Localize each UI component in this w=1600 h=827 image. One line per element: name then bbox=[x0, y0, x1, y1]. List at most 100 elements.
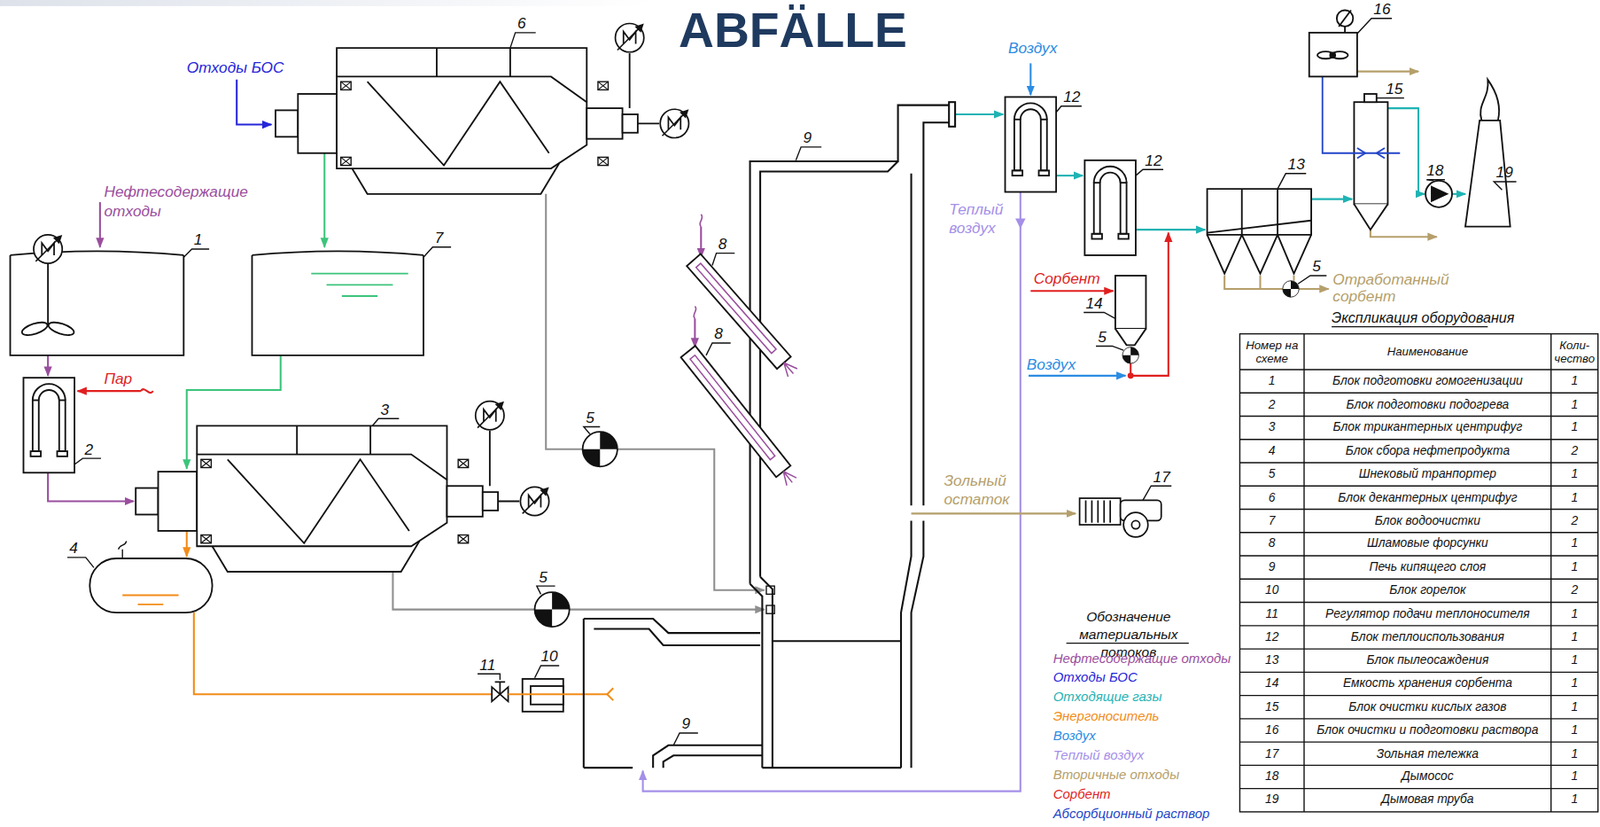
water-tank bbox=[251, 250, 424, 256]
table-cell: 1 bbox=[1551, 485, 1599, 509]
furnace bbox=[593, 629, 761, 645]
callout-number: 6 bbox=[517, 14, 527, 33]
table-cell: 1 bbox=[1551, 625, 1599, 649]
table-cell-text: 1 bbox=[1570, 792, 1578, 808]
flow-label-text: Сорбент bbox=[1033, 269, 1101, 288]
callout-number: 5 bbox=[538, 566, 548, 586]
table-cell-text: Шламовые форсунки bbox=[1366, 535, 1489, 552]
flow-label: Отходы БОС bbox=[186, 58, 285, 78]
oil-tank bbox=[89, 540, 212, 613]
table-cell-text: Блок подготовки подогрева bbox=[1345, 396, 1509, 412]
callout-number-text: 15 bbox=[1385, 79, 1403, 98]
dust-collector bbox=[1207, 188, 1312, 274]
callout-number-text: 16 bbox=[1373, 0, 1391, 18]
flow-lines bbox=[955, 113, 1003, 116]
page-title-text: ABFÄLLE bbox=[678, 2, 908, 57]
table-cell: 1 bbox=[1551, 695, 1599, 719]
table-cell: Блок водоочистки bbox=[1304, 509, 1552, 533]
callout-number-text: 12 bbox=[1063, 87, 1080, 106]
table-cell: 9 bbox=[1239, 555, 1305, 579]
process-illustration bbox=[1122, 347, 1139, 364]
table-cell-text: 12 bbox=[1265, 629, 1279, 645]
homogenization-tank bbox=[20, 319, 49, 338]
table-cell-text: 8 bbox=[1268, 535, 1276, 552]
callout-number: 10 bbox=[540, 646, 558, 666]
flow-lines bbox=[693, 306, 697, 319]
table-cell: Дымовая труба bbox=[1304, 788, 1552, 812]
legend-swatch: Абсорбционный раствор bbox=[1053, 805, 1211, 821]
table-cell-text: 6 bbox=[1268, 489, 1276, 505]
flow-lines bbox=[77, 389, 141, 392]
table-cell: Шламовые форсунки bbox=[1304, 532, 1552, 556]
table-cell-text: 2 bbox=[1570, 512, 1578, 529]
flow-lines bbox=[47, 62, 1466, 791]
table-cell-text: 19 bbox=[1265, 792, 1279, 808]
table-cell-text: 1 bbox=[1570, 605, 1578, 622]
furnace bbox=[948, 101, 956, 127]
callout-number-text: 18 bbox=[1426, 161, 1444, 179]
table-grid bbox=[1239, 333, 1598, 812]
absorbent-line bbox=[1357, 147, 1385, 159]
sludge-nozzle bbox=[686, 253, 791, 369]
process-illustration bbox=[1282, 280, 1299, 297]
flow-lines bbox=[1370, 229, 1437, 237]
callout-number: 12 bbox=[1063, 87, 1080, 107]
flow-lines bbox=[140, 388, 154, 393]
callout-leader bbox=[1376, 97, 1405, 99]
table-header-cell: Коли- чество bbox=[1551, 333, 1599, 370]
callout-number-text: 5 bbox=[585, 408, 595, 427]
table-cell: 2 bbox=[1551, 578, 1599, 602]
solution-unit bbox=[1338, 10, 1352, 27]
table-cell: 1 bbox=[1551, 764, 1599, 788]
legend-text: Вторичные отходы bbox=[1053, 766, 1181, 782]
process-illustration bbox=[535, 591, 570, 627]
callout-number: 4 bbox=[69, 538, 78, 558]
furnace bbox=[772, 639, 901, 642]
table-title: Экспликация оборудования bbox=[1331, 308, 1515, 327]
flow-line bbox=[508, 692, 609, 695]
flow-label: Воздух bbox=[1026, 355, 1076, 374]
callout-number-text: 4 bbox=[69, 538, 78, 557]
legend-entry: Энергоноситель bbox=[1053, 706, 1160, 726]
solution-unit bbox=[1329, 52, 1336, 58]
table-cell: 1 bbox=[1551, 369, 1599, 393]
page-title: ABFÄLLE bbox=[678, 1, 908, 60]
table-cell-text: 17 bbox=[1265, 745, 1279, 762]
flow-label: Зольный остаток bbox=[943, 471, 1016, 508]
table-cell-text: 1 bbox=[1268, 372, 1276, 389]
legend-text: Отходящие газы bbox=[1053, 688, 1163, 704]
legend-text: Нефтесодержащие отходы bbox=[1053, 650, 1232, 666]
legend-text: Абсорбционный раствор bbox=[1053, 805, 1211, 821]
top-bar bbox=[0, 0, 653, 7]
table-cell-text: 1 bbox=[1570, 466, 1578, 482]
flow-label: Сорбент bbox=[1033, 269, 1101, 288]
callout-number-text: 5 bbox=[1097, 327, 1107, 346]
legend-swatch: Энергоноситель bbox=[1053, 707, 1160, 723]
ash-cart bbox=[1123, 512, 1149, 537]
process-illustration bbox=[1005, 96, 1057, 192]
table-cell-text: 1 bbox=[1570, 489, 1578, 505]
table-cell: Блок трикантерных центрифуг bbox=[1304, 415, 1552, 439]
table-cell: 2 bbox=[1551, 509, 1599, 533]
table-cell: Регулятор подачи теплоносителя bbox=[1304, 602, 1552, 626]
flow-lines bbox=[569, 608, 765, 611]
table-grid bbox=[1239, 369, 1598, 789]
table-cell: 1 bbox=[1551, 602, 1599, 626]
sludge-nozzle bbox=[779, 358, 799, 378]
callout-leader bbox=[1331, 326, 1488, 327]
table-cell: Дымосос bbox=[1304, 764, 1552, 788]
table-cell-text: 10 bbox=[1265, 582, 1279, 599]
callout-number: 9 bbox=[802, 128, 812, 148]
legend-swatch: Вторичные отходы bbox=[1053, 766, 1181, 782]
table-cell-text: Наименование bbox=[1387, 344, 1468, 358]
table-cell: 1 bbox=[1551, 415, 1599, 439]
oil-tank bbox=[122, 594, 179, 604]
furnace bbox=[911, 520, 925, 768]
flow-lines bbox=[323, 153, 326, 248]
water-tank bbox=[251, 255, 424, 356]
table-cell: 8 bbox=[1239, 532, 1305, 556]
callout-number: 17 bbox=[1153, 467, 1171, 487]
flow-label-text: Воздух bbox=[1008, 38, 1057, 57]
callout-leader bbox=[67, 18, 1517, 746]
callout-number: 14 bbox=[1086, 294, 1103, 313]
